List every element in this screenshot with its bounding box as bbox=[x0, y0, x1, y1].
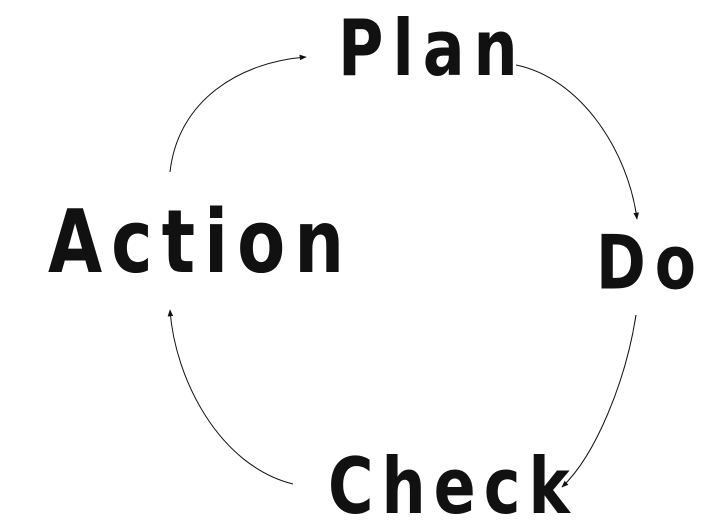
arrow-check-to-action bbox=[167, 309, 294, 485]
stage-label-check: Check bbox=[328, 440, 578, 532]
arrow-plan-to-do bbox=[515, 64, 639, 220]
stage-label-do: Do bbox=[596, 219, 706, 308]
arrow-do-to-check bbox=[561, 314, 637, 488]
stage-label-action: Action bbox=[48, 190, 354, 293]
stage-label-plan: Plan bbox=[338, 2, 527, 94]
arrow-action-to-plan bbox=[169, 54, 307, 173]
